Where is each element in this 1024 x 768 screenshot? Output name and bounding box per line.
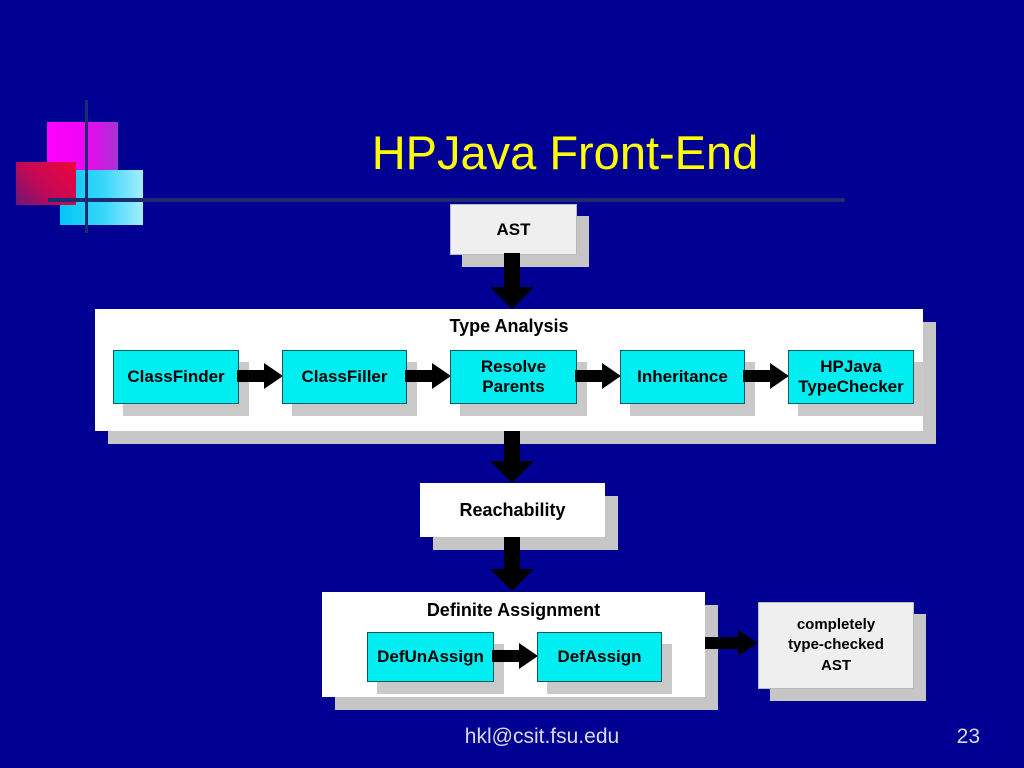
arrow-type-analysis-to-reachability (504, 431, 520, 462)
arrow-reachability-to-definite-assignment-head (490, 569, 534, 591)
footer-email: hkl@csit.fsu.edu (464, 725, 620, 748)
stage-classfinder: ClassFinder (113, 350, 239, 404)
arrow-defunassign-to-defassign (492, 650, 519, 662)
node-ast: AST (450, 204, 577, 255)
stage-classfiller: ClassFiller (282, 350, 407, 404)
arrow-classfiller-to-resolve-head (432, 363, 451, 389)
stage-defunassign: DefUnAssign (367, 632, 494, 682)
arrow-to-output-head (738, 630, 758, 656)
arrow-reachability-to-definite-assignment (504, 537, 520, 570)
arrow-inheritance-to-typechecker (743, 370, 770, 382)
arrow-classfinder-to-classfiller-head (264, 363, 283, 389)
arrow-ast-to-type-analysis-head (490, 287, 534, 309)
arrow-defunassign-to-defassign-head (519, 643, 538, 669)
stage-defassign: DefAssign (537, 632, 662, 682)
decoration-red-square (16, 162, 76, 205)
stage-inheritance: Inheritance (620, 350, 745, 404)
arrow-to-output (705, 637, 738, 649)
node-reachability: Reachability (420, 483, 605, 537)
arrow-classfiller-to-resolve (405, 370, 432, 382)
stage-hpjava-typechecker: HPJava TypeChecker (788, 350, 914, 404)
type-analysis-label: Type Analysis (449, 316, 569, 336)
arrow-resolve-to-inheritance-head (602, 363, 621, 389)
arrow-inheritance-to-typechecker-head (770, 363, 789, 389)
arrow-type-analysis-to-reachability-head (490, 461, 534, 483)
arrow-resolve-to-inheritance (575, 370, 602, 382)
title-underline (48, 198, 845, 202)
arrow-classfinder-to-classfiller (237, 370, 264, 382)
stage-resolve-parents: Resolve Parents (450, 350, 577, 404)
decoration-vertical-line (85, 100, 88, 233)
slide-title: HPJava Front-End (371, 126, 759, 179)
arrow-ast-to-type-analysis (504, 253, 520, 289)
node-output-ast: completely type-checked AST (758, 602, 914, 689)
footer-page-number: 23 (956, 725, 980, 748)
definite-assignment-label: Definite Assignment (426, 600, 601, 620)
